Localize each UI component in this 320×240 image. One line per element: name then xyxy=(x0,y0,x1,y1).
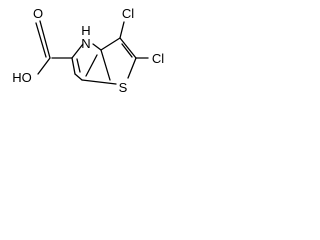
bond-c3-c2 xyxy=(119,37,137,59)
atom-s-label: S xyxy=(119,80,128,95)
bond-c3-cl xyxy=(119,21,125,39)
bond-c6-c5-double xyxy=(76,58,81,73)
atom-ho-label: HO xyxy=(12,70,32,85)
bond-c3a-c3 xyxy=(100,37,121,51)
bond-c7a-c6 xyxy=(74,73,83,81)
bond-s-c7a xyxy=(81,79,117,85)
bond-c2-s xyxy=(127,57,137,79)
bond-cacid-o xyxy=(39,20,51,59)
bond-c3a-c4 xyxy=(100,49,111,81)
molecule-diagram: H N Cl Cl S O HO xyxy=(12,6,164,95)
atom-n-label: N xyxy=(81,36,90,51)
bond-c3-c2-double xyxy=(121,43,133,58)
atom-cl-right-label: Cl xyxy=(152,51,164,66)
atom-o-label: O xyxy=(33,6,43,21)
bond-c5-n xyxy=(71,43,84,59)
bond-cacid-oh xyxy=(37,57,51,75)
bond-c3a-c7a-double xyxy=(85,54,98,77)
atom-h-label: H xyxy=(81,23,90,38)
bond-c6-c5 xyxy=(71,57,76,75)
bond-cacid-o-double xyxy=(35,22,47,58)
atom-cl-top-label: Cl xyxy=(122,6,134,21)
bond-n-c3a xyxy=(92,43,102,51)
